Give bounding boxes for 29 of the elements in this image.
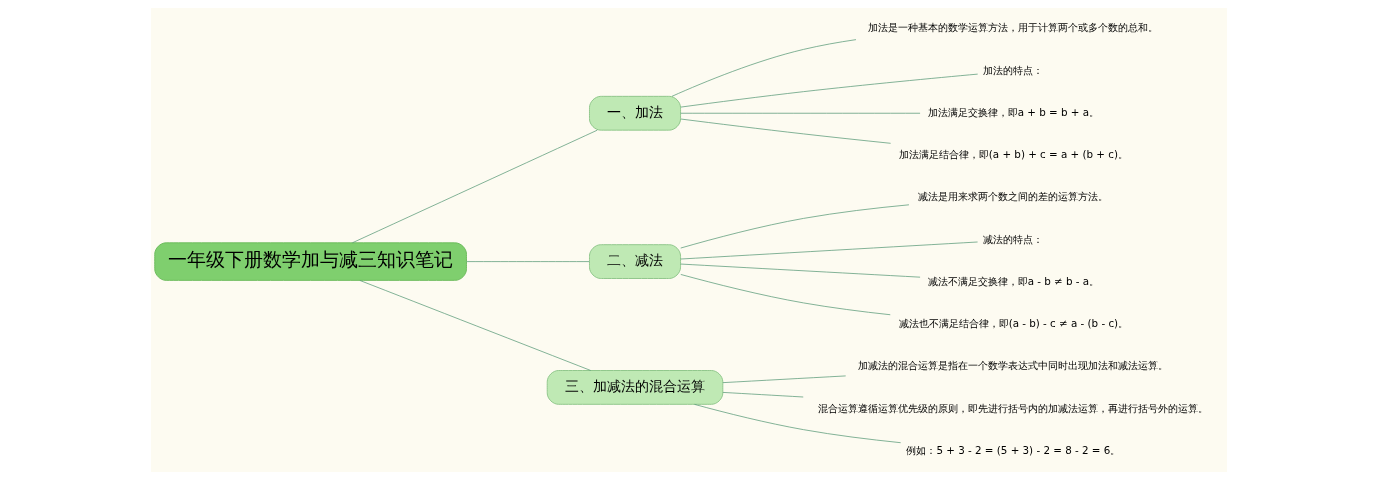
node-box: 一、加法 xyxy=(588,95,681,131)
connector xyxy=(679,112,920,114)
connector xyxy=(693,404,901,444)
connector xyxy=(358,280,591,371)
connector xyxy=(671,39,856,97)
connector xyxy=(679,241,978,260)
node-text: 例如：5 + 3 - 2 = (5 + 3) - 2 = 8 - 2 = 6。 xyxy=(905,443,1120,456)
node-text: 减法不满足交换律，即a - b ≠ b - a。 xyxy=(927,274,1099,287)
node-text: 加法的特点： xyxy=(982,63,1043,76)
connector xyxy=(679,118,891,144)
connector xyxy=(465,261,590,262)
connector xyxy=(679,73,978,108)
node-text: 加法满足交换律，即a + b = b + a。 xyxy=(927,105,1099,118)
connector xyxy=(721,392,804,398)
connector xyxy=(721,375,846,384)
node-text: 减法是用来求两个数之间的差的运算方法。 xyxy=(917,190,1108,203)
node-text: 加法满足结合律，即(a + b) + c = a + (b + c)。 xyxy=(898,148,1128,161)
node-box: 三、加减法的混合运算 xyxy=(546,370,723,405)
connector xyxy=(679,204,909,249)
connector xyxy=(679,274,891,316)
node-text: 减法也不满足结合律，即(a - b) - c ≠ a - (b - c)。 xyxy=(898,317,1128,330)
node-text: 加减法的混合运算是指在一个数学表达式中同时出现加法和减法运算。 xyxy=(857,359,1168,372)
connector xyxy=(679,263,920,278)
connector xyxy=(351,129,598,244)
node-text: 加法是一种基本的数学运算方法，用于计算两个或多个数的总和。 xyxy=(867,21,1158,34)
node-box: 一年级下册数学加与减三知识笔记 xyxy=(153,242,467,281)
node-text: 混合运算遵循运算优先级的原则，即先进行括号内的加减法运算，再进行括号外的运算。 xyxy=(817,401,1208,414)
node-box: 二、减法 xyxy=(588,244,681,279)
node-text: 减法的特点： xyxy=(982,232,1043,245)
